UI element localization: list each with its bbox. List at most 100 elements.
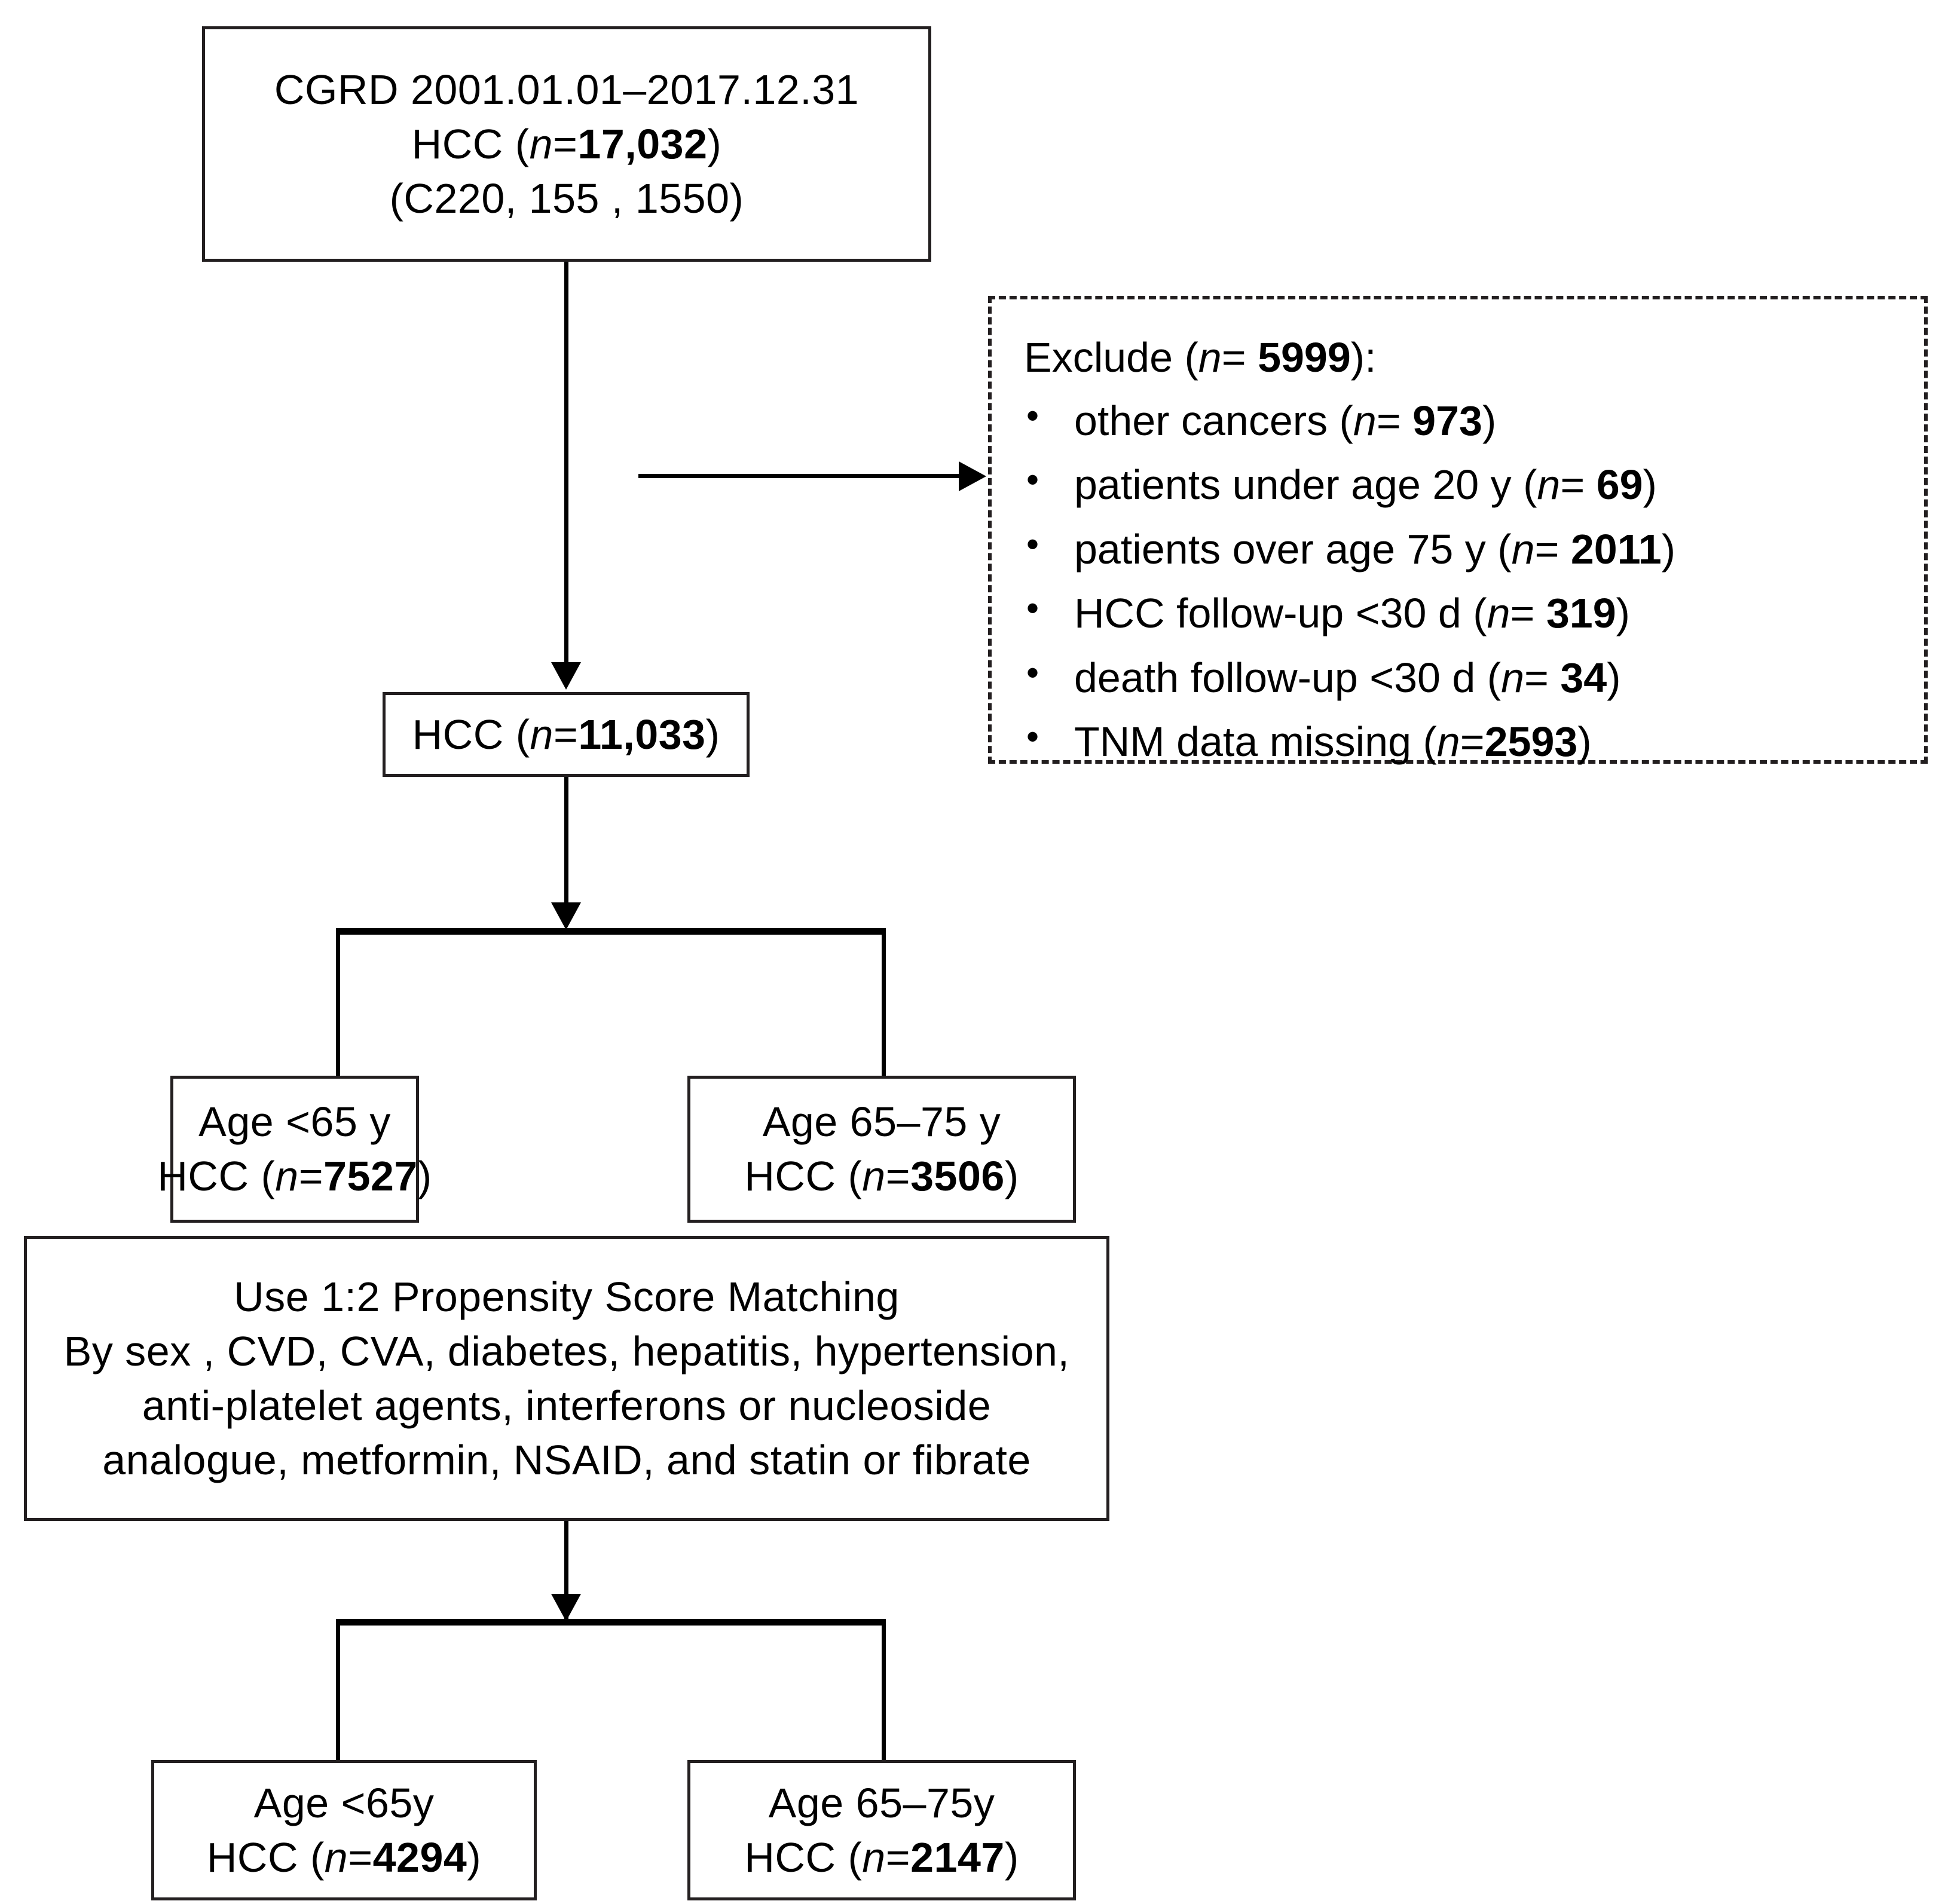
exclusion-item-2-suffix: ) — [1661, 525, 1676, 573]
propensity-line-3: anti-platelet agents, interferons or nuc… — [142, 1382, 992, 1429]
age-65-75-prematch-line-1: Age 65–75 y — [762, 1098, 1001, 1145]
exclusion-item-1-value: 69 — [1596, 461, 1643, 509]
node-source-cohort: CGRD 2001.01.01–2017.12.31 HCC (n=17,032… — [202, 26, 931, 262]
connector-propensity-to-split — [564, 1521, 568, 1623]
connector-source-to-eligible — [564, 262, 568, 663]
age-65-75-matched-line-2: HCC (n=2147) — [744, 1830, 1019, 1885]
node-age-65-75-matched: Age 65–75y HCC (n=2147) — [687, 1760, 1076, 1900]
exclusion-heading-prefix: Exclude ( — [1024, 334, 1198, 381]
connector-exclusion — [638, 474, 961, 478]
source-cohort-value: 17,032 — [577, 120, 708, 167]
exclusion-item-4-eq: = — [1524, 654, 1561, 701]
age-65-75-prematch-value: 3506 — [910, 1153, 1005, 1199]
connector-split-left-age-under-65 — [336, 928, 340, 1077]
exclusion-item-under-age-20: patients under age 20 y (n= 69) — [1018, 456, 1900, 512]
split-bar-age-groups — [336, 928, 886, 935]
age-65-75-matched-suffix: ) — [1004, 1833, 1019, 1881]
source-cohort-line-1: CGRD 2001.01.01–2017.12.31 — [274, 66, 860, 113]
node-exclusion-criteria: Exclude (n= 5999): other cancers (n= 973… — [988, 296, 1928, 765]
arrowhead-source-to-eligible — [551, 662, 581, 690]
age-under-65-prematch-prefix: HCC ( — [157, 1153, 276, 1199]
source-cohort-var: n — [529, 120, 554, 167]
eligible-cohort-text: HCC (n=11,033) — [412, 708, 720, 762]
connector-split-right-matched — [882, 1619, 886, 1764]
propensity-line-1: Use 1:2 Propensity Score Matching — [234, 1273, 900, 1320]
exclusion-item-0-value: 973 — [1412, 397, 1482, 444]
split-bar-matched-groups — [336, 1619, 886, 1626]
eligible-cohort-eq: = — [553, 711, 579, 758]
exclusion-heading-value: 5999 — [1258, 334, 1351, 381]
exclusion-item-5-label: TNM data missing ( — [1074, 718, 1437, 765]
exclusion-item-2-eq: = — [1534, 525, 1571, 573]
age-under-65-prematch-eq: = — [298, 1153, 324, 1199]
age-65-75-prematch-prefix: HCC ( — [744, 1153, 863, 1199]
exclusion-item-2-value: 2011 — [1570, 525, 1662, 573]
age-under-65-prematch-var: n — [275, 1153, 299, 1199]
exclusion-item-0-label: other cancers ( — [1074, 397, 1353, 444]
exclusion-item-other-cancers: other cancers (n= 973) — [1018, 392, 1900, 448]
exclusion-item-hcc-followup: HCC follow-up <30 d (n= 319) — [1018, 584, 1900, 641]
age-under-65-prematch-line-2: HCC (n=7527) — [157, 1149, 432, 1204]
age-65-75-matched-line-1: Age 65–75y — [768, 1779, 995, 1826]
age-under-65-matched-value: 4294 — [372, 1833, 467, 1881]
source-cohort-line-3: (C220, 155 , 1550) — [389, 175, 744, 222]
exclusion-item-1-var: n — [1537, 461, 1561, 509]
exclusion-item-over-age-75: patients over age 75 y (n= 2011) — [1018, 521, 1900, 577]
exclusion-item-tnm-missing: TNM data missing (n=2593) — [1018, 713, 1900, 769]
exclusion-heading-suffix: ): — [1350, 334, 1377, 381]
exclusion-item-5-suffix: ) — [1577, 718, 1592, 765]
exclusion-item-1-eq: = — [1560, 461, 1597, 509]
exclusion-item-3-label: HCC follow-up <30 d ( — [1074, 590, 1487, 637]
age-under-65-matched-line-1: Age <65y — [253, 1779, 435, 1826]
node-eligible-cohort: HCC (n=11,033) — [383, 692, 750, 777]
age-65-75-matched-var: n — [862, 1833, 886, 1881]
exclusion-item-0-var: n — [1353, 397, 1377, 444]
node-age-under-65-matched: Age <65y HCC (n=4294) — [151, 1760, 537, 1900]
propensity-line-4: analogue, metformin, NSAID, and statin o… — [102, 1436, 1031, 1483]
exclusion-item-2-var: n — [1511, 525, 1535, 573]
age-under-65-prematch-suffix: ) — [417, 1153, 432, 1199]
age-under-65-prematch-value: 7527 — [323, 1153, 418, 1199]
eligible-cohort-var: n — [530, 711, 554, 758]
age-65-75-matched-value: 2147 — [910, 1833, 1005, 1881]
exclusion-heading-var: n — [1198, 334, 1222, 381]
age-65-75-matched-prefix: HCC ( — [744, 1833, 863, 1881]
age-65-75-prematch-eq: = — [885, 1153, 911, 1199]
age-65-75-prematch-line-2: HCC (n=3506) — [744, 1149, 1019, 1204]
exclusion-item-5-var: n — [1436, 718, 1460, 765]
connector-eligible-to-split — [564, 777, 568, 904]
exclusion-item-3-var: n — [1487, 590, 1510, 637]
exclusion-item-2-label: patients over age 75 y ( — [1074, 525, 1512, 573]
arrowhead-propensity-to-split — [551, 1594, 581, 1621]
source-cohort-prefix: HCC ( — [411, 120, 530, 167]
eligible-cohort-value: 11,033 — [578, 711, 706, 758]
source-cohort-suffix: ) — [707, 120, 722, 167]
connector-split-left-matched — [336, 1619, 340, 1764]
age-65-75-prematch-var: n — [862, 1153, 886, 1199]
exclusion-item-0-eq: = — [1376, 397, 1413, 444]
node-propensity-matching: Use 1:2 Propensity Score Matching By sex… — [24, 1236, 1109, 1521]
exclusion-heading: Exclude (n= 5999): — [1018, 330, 1900, 385]
exclusion-item-death-followup: death follow-up <30 d (n= 34) — [1018, 649, 1900, 705]
exclusion-item-4-label: death follow-up <30 d ( — [1074, 654, 1502, 701]
connector-split-right-age-65-75 — [882, 928, 886, 1077]
exclusion-item-4-var: n — [1501, 654, 1525, 701]
node-age-65-75-prematch: Age 65–75 y HCC (n=3506) — [687, 1076, 1076, 1223]
exclusion-item-1-suffix: ) — [1643, 461, 1657, 509]
exclusion-item-3-suffix: ) — [1616, 590, 1630, 637]
source-cohort-eq: = — [553, 120, 578, 167]
age-under-65-matched-line-2: HCC (n=4294) — [207, 1830, 481, 1885]
age-65-75-prematch-suffix: ) — [1004, 1153, 1019, 1199]
age-under-65-matched-eq: = — [348, 1833, 373, 1881]
exclusion-item-0-suffix: ) — [1482, 397, 1497, 444]
age-under-65-matched-prefix: HCC ( — [206, 1833, 325, 1881]
node-age-under-65-prematch: Age <65 y HCC (n=7527) — [157, 1076, 432, 1223]
exclusion-item-3-eq: = — [1510, 590, 1546, 637]
exclusion-heading-eq: = — [1221, 334, 1258, 381]
exclusion-item-3-value: 319 — [1546, 590, 1616, 637]
age-under-65-matched-var: n — [324, 1833, 348, 1881]
arrowhead-exclusion — [959, 461, 986, 491]
arrowhead-eligible-to-split — [551, 902, 581, 930]
age-under-65-matched-suffix: ) — [467, 1833, 482, 1881]
